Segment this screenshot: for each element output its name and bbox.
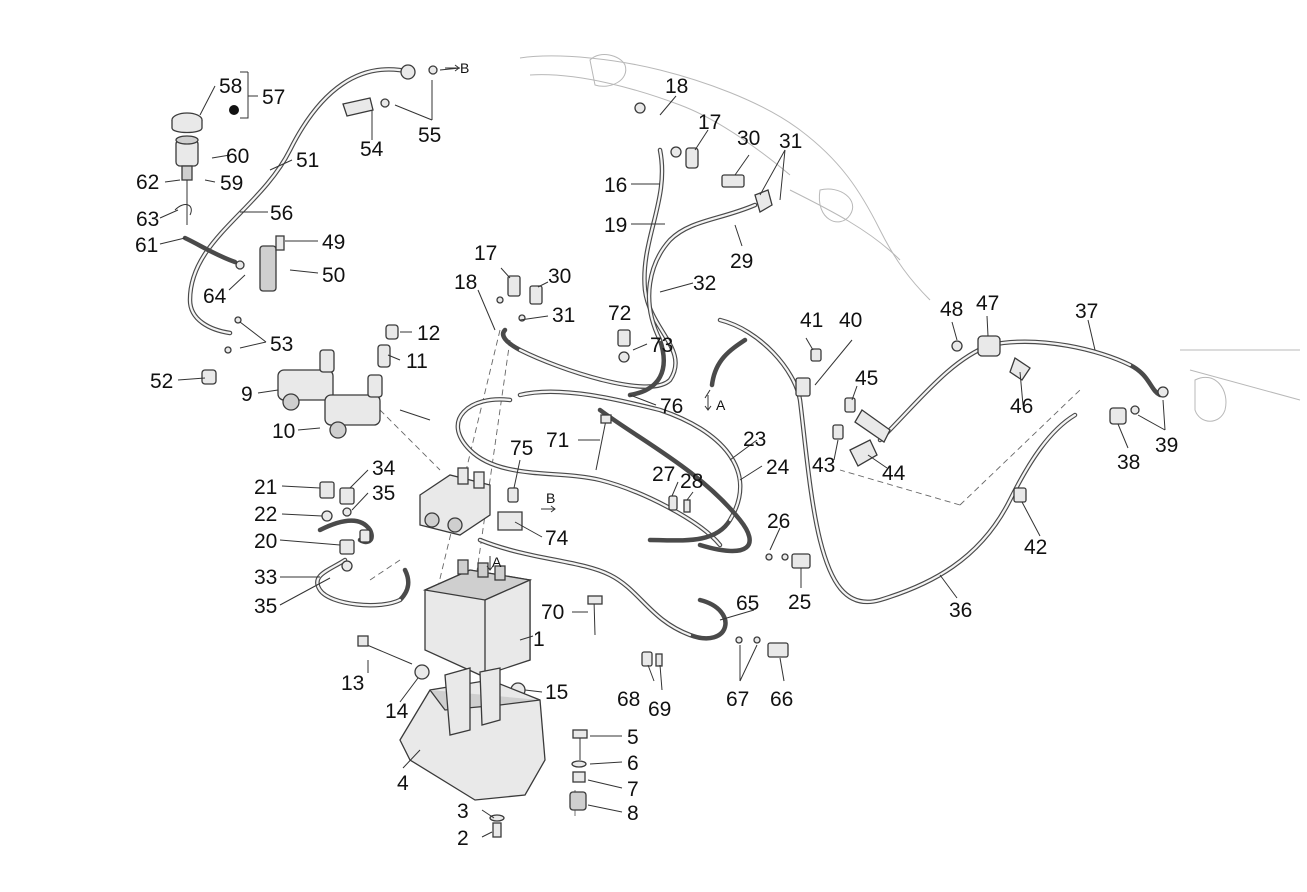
part-label: 15 [545,681,568,704]
abs-unit [422,559,533,676]
part-labels: 1 2 3 4 5 6 7 8 9 10 11 12 13 14 15 16 1… [135,75,1178,850]
part-label: 31 [779,130,802,153]
part-label: 45 [855,367,878,390]
part-label: 22 [254,503,277,526]
part-label: 26 [767,510,790,533]
part-label: 21 [254,476,277,499]
part-label: 68 [617,688,640,711]
part-label: 25 [788,591,811,614]
part-label: 17 [474,242,497,265]
part-label: 46 [1010,395,1033,418]
part-label: 37 [1075,300,1098,323]
part-label: 33 [254,566,277,589]
part-label: 48 [940,298,963,321]
part-label: 49 [322,231,345,254]
part-label: 20 [254,530,277,553]
brake-pipes [182,67,1163,641]
part-label: 47 [976,292,999,315]
part-label: 35 [372,482,395,505]
part-label: 11 [406,350,428,373]
part-label: 16 [604,174,627,197]
part-label: 72 [608,302,631,325]
part-label: 66 [770,688,793,711]
part-label: 6 [627,752,639,775]
part-label: 55 [418,124,441,147]
part-label: 57 [262,86,285,109]
part-label: 32 [693,272,716,295]
reference-dot [229,105,239,115]
marker-b-mid: B [546,490,555,506]
bottom-fasteners [489,729,588,838]
part-label: 60 [226,145,249,168]
direction-arrows [445,64,712,571]
part-label: 70 [541,601,564,624]
part-label: 2 [457,827,469,850]
modulator-block [419,467,491,536]
part-label: 61 [135,234,158,257]
part-label: 31 [552,304,575,327]
part-label: 8 [627,802,639,825]
part-label: 17 [698,111,721,134]
part-label: 18 [665,75,688,98]
part-label: 28 [680,470,703,493]
part-label: 19 [604,214,627,237]
part-label: 30 [737,127,760,150]
part-label: 39 [1155,434,1178,457]
part-label: 44 [882,462,906,485]
part-label: 4 [397,772,409,795]
part-label: 9 [241,383,253,406]
part-label: 67 [726,688,749,711]
part-label: 18 [454,271,477,294]
part-label: 3 [457,800,469,823]
part-label: 27 [652,463,675,486]
part-label: 23 [743,428,766,451]
part-label: 51 [296,149,319,172]
part-label: 65 [736,592,759,615]
part-label: 76 [660,395,683,418]
fittings [201,64,1169,698]
marker-b-top: B [460,60,469,76]
part-label: 42 [1024,536,1047,559]
part-label: 59 [220,172,243,195]
part-label: 50 [322,264,345,287]
frame-outline [519,54,1301,422]
part-label: 30 [548,265,571,288]
part-label: 40 [839,309,862,332]
part-label: 7 [627,778,639,801]
part-label: 58 [219,75,242,98]
marker-a-right: A [716,397,726,413]
part-label: 53 [270,333,293,356]
part-label: 24 [766,456,790,479]
part-label: 38 [1117,451,1140,474]
mounting-bracket [399,667,546,801]
part-label: 36 [949,599,972,622]
part-label: 12 [417,322,440,345]
part-label: 75 [510,437,533,460]
part-label: 5 [627,726,639,749]
part-label: 56 [270,202,293,225]
brake-reservoir [171,105,239,225]
part-label: 71 [546,429,569,452]
leader-lines [159,67,1166,838]
part-label: 54 [360,138,384,161]
part-label: 41 [800,309,823,332]
part-label: 35 [254,595,277,618]
part-label: 64 [203,285,227,308]
part-label: 69 [648,698,671,721]
part-label: 1 [533,628,545,651]
part-label: 34 [372,457,396,480]
part-label: 52 [150,370,173,393]
part-label: 43 [812,454,835,477]
part-label: 10 [272,420,295,443]
part-label: 73 [650,334,673,357]
part-label: 62 [136,171,159,194]
marker-a-mid: A [492,554,502,570]
part-label: 63 [136,208,159,231]
part-label: 14 [385,700,409,723]
part-label: 13 [341,672,364,695]
part-label: 74 [545,527,569,550]
part-label: 29 [730,250,753,273]
